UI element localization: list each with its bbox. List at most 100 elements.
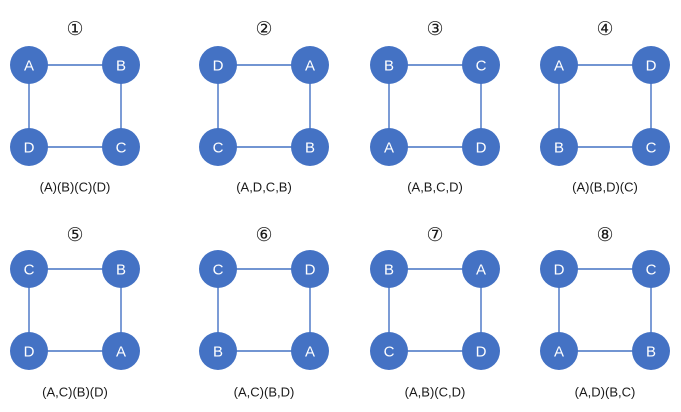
node-bottom-left: C: [370, 332, 408, 370]
node-bottom-left: A: [370, 128, 408, 166]
node-bottom-right: A: [291, 332, 329, 370]
node-top-left: B: [370, 46, 408, 84]
node-label: C: [213, 140, 224, 157]
panel-caption: (A,D)(B,C): [575, 385, 636, 400]
node-bottom-left: D: [10, 128, 48, 166]
panel-8: ⑧ D C A B (A,D)(B,C): [540, 224, 670, 400]
node-label: B: [554, 140, 564, 157]
node-label: B: [116, 58, 126, 75]
node-top-left: C: [10, 250, 48, 288]
node-top-left: A: [10, 46, 48, 84]
node-top-right: A: [291, 46, 329, 84]
node-label: D: [476, 344, 487, 361]
node-bottom-right: C: [632, 128, 670, 166]
node-label: D: [646, 58, 657, 75]
node-circle: [632, 250, 670, 288]
panel-number: ⑧: [596, 224, 613, 246]
node-top-right: C: [632, 250, 670, 288]
panel-number: ⑦: [426, 224, 443, 246]
node-circle: [462, 332, 500, 370]
node-circle: [199, 250, 237, 288]
node-bottom-right: A: [102, 332, 140, 370]
node-bottom-right: B: [291, 128, 329, 166]
node-circle: [199, 128, 237, 166]
node-circle: [10, 46, 48, 84]
node-label: D: [213, 58, 224, 75]
node-circle: [291, 250, 329, 288]
node-bottom-left: B: [199, 332, 237, 370]
node-bottom-left: C: [199, 128, 237, 166]
node-circle: [370, 332, 408, 370]
node-label: B: [384, 58, 394, 75]
node-circle: [10, 250, 48, 288]
node-top-right: B: [102, 250, 140, 288]
node-bottom-left: D: [10, 332, 48, 370]
node-circle: [199, 332, 237, 370]
node-top-right: B: [102, 46, 140, 84]
node-label: D: [24, 140, 35, 157]
node-top-right: A: [462, 250, 500, 288]
node-bottom-right: C: [102, 128, 140, 166]
node-label: A: [554, 58, 564, 75]
node-circle: [291, 332, 329, 370]
panel-caption: (A,D,C,B): [236, 180, 292, 195]
panel-3: ③ B C A D (A,B,C,D): [370, 18, 500, 195]
node-label: B: [116, 262, 126, 279]
node-label: C: [24, 262, 35, 279]
node-top-left: C: [199, 250, 237, 288]
node-label: B: [646, 344, 656, 361]
node-bottom-right: B: [632, 332, 670, 370]
node-circle: [291, 128, 329, 166]
node-label: D: [305, 262, 316, 279]
node-circle: [102, 250, 140, 288]
node-circle: [462, 46, 500, 84]
node-label: A: [554, 344, 564, 361]
node-circle: [370, 46, 408, 84]
node-label: A: [476, 262, 486, 279]
node-label: D: [554, 262, 565, 279]
node-circle: [540, 250, 578, 288]
node-label: B: [213, 344, 223, 361]
node-circle: [370, 128, 408, 166]
node-circle: [102, 128, 140, 166]
node-label: B: [384, 262, 394, 279]
panel-caption: (A,C)(B,D): [234, 385, 295, 400]
node-label: C: [646, 262, 657, 279]
panel-caption: (A,B,C,D): [407, 180, 463, 195]
panel-number: ⑤: [66, 224, 83, 246]
node-label: A: [305, 58, 315, 75]
node-top-left: B: [370, 250, 408, 288]
node-label: A: [384, 140, 394, 157]
node-circle: [370, 250, 408, 288]
node-circle: [10, 128, 48, 166]
node-top-right: D: [291, 250, 329, 288]
node-label: C: [384, 344, 395, 361]
node-circle: [462, 128, 500, 166]
panel-6: ⑥ C D B A (A,C)(B,D): [199, 224, 329, 400]
node-label: C: [116, 140, 127, 157]
node-label: B: [305, 140, 315, 157]
node-circle: [102, 332, 140, 370]
node-circle: [291, 46, 329, 84]
node-label: C: [213, 262, 224, 279]
panel-caption: (A)(B)(C)(D): [40, 180, 111, 195]
node-top-left: A: [540, 46, 578, 84]
node-bottom-left: A: [540, 332, 578, 370]
panel-number: ⑥: [255, 224, 272, 246]
panel-number: ③: [426, 18, 443, 40]
node-label: C: [646, 140, 657, 157]
node-circle: [632, 332, 670, 370]
node-circle: [462, 250, 500, 288]
node-label: D: [476, 140, 487, 157]
node-circle: [540, 332, 578, 370]
node-label: A: [305, 344, 315, 361]
node-bottom-right: D: [462, 128, 500, 166]
node-label: A: [116, 344, 126, 361]
node-circle: [10, 332, 48, 370]
node-label: C: [476, 58, 487, 75]
node-circle: [102, 46, 140, 84]
